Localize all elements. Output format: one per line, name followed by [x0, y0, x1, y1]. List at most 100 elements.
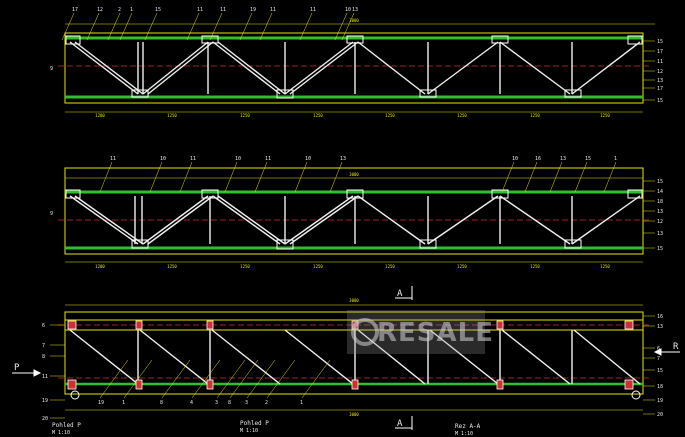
view1-part-label: 15 — [155, 7, 161, 13]
view2-right-label: 13 — [657, 209, 663, 215]
view1-dimension: 3000 — [349, 18, 359, 23]
view2-part-label: 11 — [265, 156, 271, 162]
leader-line — [334, 12, 348, 41]
view3-part-label: 1 — [122, 400, 125, 406]
view1-part-label: 11 — [220, 7, 226, 13]
view3-left-label: 19 — [42, 398, 48, 404]
view2-dimension: 1250 — [385, 264, 395, 269]
view3-part-label: 8 — [160, 400, 163, 406]
leader-line — [99, 161, 113, 193]
view2-dimension: 1250 — [530, 264, 540, 269]
view1-part-label: 17 — [72, 7, 78, 13]
leader-line — [254, 161, 268, 193]
caption-2-scale: M 1:10 — [240, 428, 258, 434]
view2-right-label: 15 — [657, 246, 663, 252]
view3-right-label: 18 — [657, 384, 663, 390]
view2-left-label: 9 — [50, 211, 53, 217]
caption-1-scale: M 1:10 — [52, 430, 70, 436]
leader-line — [161, 359, 191, 399]
view1-outline — [64, 32, 644, 104]
view2-dimension: 1250 — [313, 264, 323, 269]
view1-right-label: 13 — [657, 78, 663, 84]
view1-dimension: 1250 — [240, 113, 250, 118]
view2-part-label: 13 — [340, 156, 346, 162]
view-arrow-p — [12, 369, 42, 377]
leader-line — [229, 359, 259, 399]
view3-part-label: 3 — [215, 400, 218, 406]
view3-left-label: 8 — [42, 354, 45, 360]
view3-right-label: 13 — [657, 324, 663, 330]
leader-line — [123, 359, 153, 399]
view1-part-label: 13 — [352, 7, 358, 13]
leader-line — [179, 161, 193, 193]
view3-left-label: 7 — [42, 343, 45, 349]
leader-line — [144, 12, 158, 41]
section-mark-a-lower-label: A — [397, 419, 403, 429]
view1-part-label: 11 — [310, 7, 316, 13]
caption-3-scale: M 1:10 — [455, 431, 473, 437]
leader-line — [301, 359, 331, 399]
view1-right-label: 17 — [657, 49, 663, 55]
resale-watermark: RESALE — [347, 310, 493, 354]
view1-right-label: 11 — [657, 59, 663, 65]
right-support-icon — [631, 390, 641, 400]
view3-outline — [64, 311, 644, 395]
view3-dimension: 3000 — [349, 412, 359, 417]
view1-left-label: 9 — [50, 66, 53, 72]
watermark-text: RESALE — [377, 318, 494, 348]
view3-dimension: 3000 — [349, 298, 359, 303]
leader-line — [61, 12, 75, 41]
view3-part-label: 8 — [228, 400, 231, 406]
section-mark-a-lower — [395, 416, 413, 430]
view2-part-label: 11 — [190, 156, 196, 162]
view1-part-label: 11 — [197, 7, 203, 13]
leader-line — [216, 359, 246, 399]
leader-line — [299, 12, 313, 41]
leader-line — [549, 161, 563, 193]
leader-line — [266, 359, 296, 399]
leader-line — [329, 161, 343, 193]
leader-line — [191, 359, 221, 399]
view2-dimension: 1250 — [600, 264, 610, 269]
view2-part-label: 10 — [305, 156, 311, 162]
view3-left-label: 20 — [42, 416, 48, 422]
view1-braces — [69, 41, 641, 95]
view2-part-label: 13 — [560, 156, 566, 162]
view1-dimension: 1250 — [600, 113, 610, 118]
leader-line — [86, 12, 100, 41]
leader-line — [107, 12, 121, 41]
view1-part-label: 19 — [250, 7, 256, 13]
leader-line — [99, 359, 129, 399]
view2-right-label: 15 — [657, 179, 663, 185]
leader-line — [224, 161, 238, 193]
view3-part-label: 3 — [245, 400, 248, 406]
leader-line — [149, 161, 163, 193]
leader-line — [501, 161, 515, 193]
view2-right-label: 12 — [657, 219, 663, 225]
view-arrow-p-label: P — [14, 363, 20, 373]
leader-line — [524, 161, 538, 193]
leader-line — [341, 12, 355, 41]
view3-right-label: 15 — [657, 368, 663, 374]
view2-dimension: 1200 — [95, 264, 105, 269]
view2-part-label: 10 — [512, 156, 518, 162]
view2-part-label: 10 — [235, 156, 241, 162]
view2-braces — [69, 195, 641, 245]
view2-part-label: 10 — [160, 156, 166, 162]
view1-dimension: 1250 — [385, 113, 395, 118]
leader-line — [259, 12, 273, 41]
view3-left-label: 6 — [42, 323, 45, 329]
view1-part-label: 10 — [345, 7, 351, 13]
truss-view-2 — [58, 167, 650, 263]
caption-3-title: Rez A-A — [455, 423, 481, 430]
leader-line — [294, 161, 308, 193]
view2-dimension: 1250 — [240, 264, 250, 269]
view1-dimension: 1250 — [457, 113, 467, 118]
view2-gussets — [65, 189, 643, 250]
view1-right-label: 15 — [657, 98, 663, 104]
view2-dimension: 3000 — [349, 172, 359, 177]
view-arrow-r-label: R — [673, 342, 679, 352]
view1-dimension: 1250 — [167, 113, 177, 118]
view1-right-label: 17 — [657, 86, 663, 92]
view3-right-label: 19 — [657, 398, 663, 404]
